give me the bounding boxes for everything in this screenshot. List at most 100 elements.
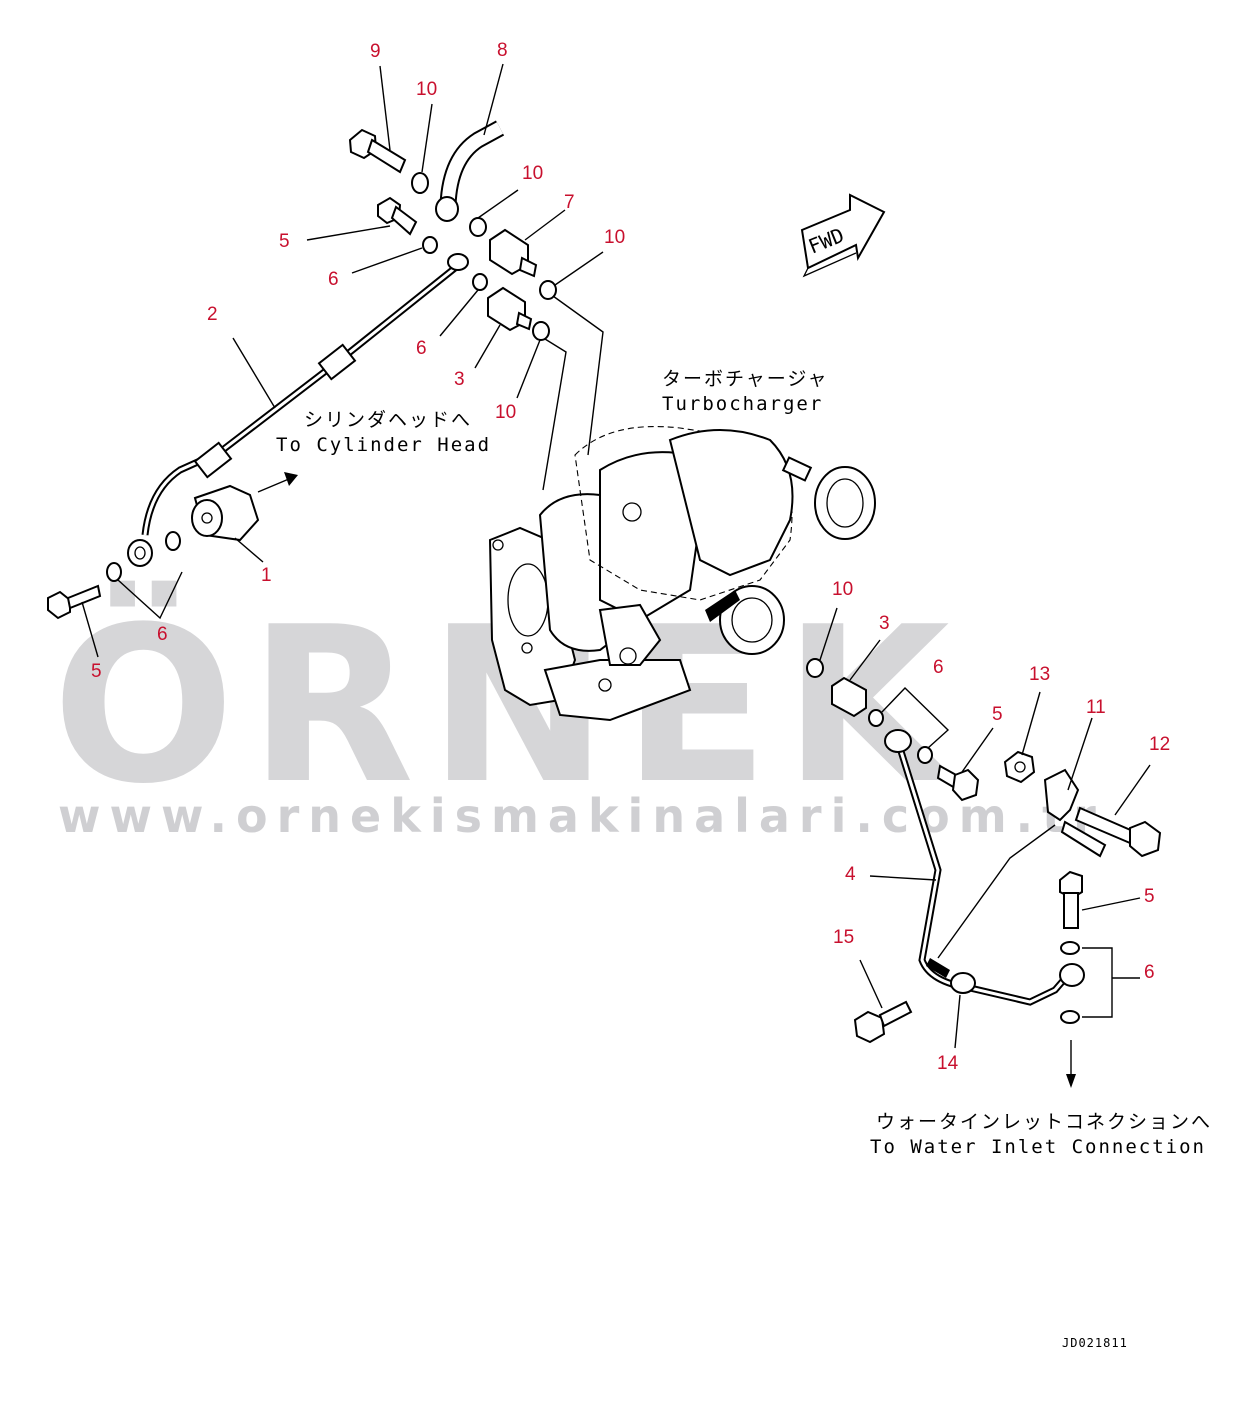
tube-eye-upper xyxy=(447,253,469,271)
leader-lines xyxy=(81,63,1151,1049)
water-tube-line-inner xyxy=(898,747,1070,1004)
bolt-9-shank xyxy=(366,138,407,174)
washer-6-upper-a xyxy=(422,236,438,254)
water-inlet-label-en: To Water Inlet Connection xyxy=(870,1136,1206,1158)
bolt-12-head xyxy=(1129,820,1162,858)
part-2-oil-tube xyxy=(127,253,469,567)
washer-6-right-b xyxy=(1060,1010,1080,1024)
bolt-5-upper-shank xyxy=(390,205,418,236)
leader-10a xyxy=(421,103,433,173)
leader-12 xyxy=(1114,764,1151,816)
washer-6-lower-a xyxy=(868,709,884,727)
flange-hole-1 xyxy=(492,539,504,551)
washer-10-upper-c xyxy=(539,280,557,300)
leader-10c xyxy=(554,251,604,286)
callout-5: 5 xyxy=(91,661,102,682)
arrow-to-cylinder-head-head xyxy=(284,472,298,486)
part-5-bolt-lower xyxy=(936,764,980,802)
fwd-arrow-depth xyxy=(802,252,857,278)
bolt-15-head xyxy=(853,1010,886,1044)
callout-5: 5 xyxy=(992,704,1003,725)
leader-1 xyxy=(234,537,264,563)
leader-5b xyxy=(81,601,99,658)
text-labels: ターボチャージャ Turbocharger シリンダヘッドへ To Cylind… xyxy=(276,368,1210,1350)
part-1-adapter xyxy=(191,484,260,542)
bracket-11-body xyxy=(1043,768,1080,822)
callout-6: 6 xyxy=(328,269,339,290)
water-tube-hatch xyxy=(926,958,950,978)
leader-8 xyxy=(483,63,504,136)
adapter-hole xyxy=(201,512,213,524)
leader-6b xyxy=(439,289,479,337)
leader-5c xyxy=(961,727,994,773)
part-3-connector-lower xyxy=(831,676,867,718)
wastegate-actuator xyxy=(598,603,662,666)
callout-3: 3 xyxy=(454,369,465,390)
leader-14 xyxy=(954,994,961,1049)
callout-6: 6 xyxy=(157,624,168,645)
compressor-outlet-inner xyxy=(731,597,773,643)
arrow-to-water-inlet-head xyxy=(1066,1074,1076,1088)
leader-13 xyxy=(1021,691,1041,756)
leader-5d xyxy=(1081,897,1141,911)
watermark-url: www.ornekismakinalari.com.tr xyxy=(58,789,1105,843)
compressor-clamp xyxy=(781,456,813,482)
compressor-outlet-ring xyxy=(719,585,785,655)
washer-6-right-a xyxy=(1060,941,1080,955)
part-13-nut xyxy=(1003,750,1036,784)
part-4-water-tube xyxy=(884,729,1085,1006)
callout-13: 13 xyxy=(1029,664,1050,685)
part-5-bolt-upper xyxy=(377,196,418,236)
leader-6a xyxy=(351,247,423,274)
washer-6-left-b xyxy=(165,531,181,551)
compressor-inlet-inner xyxy=(826,478,864,528)
callout-6: 6 xyxy=(1144,962,1155,983)
adapter-face xyxy=(191,499,223,537)
cylinder-head-label-jp: シリンダヘッドへ xyxy=(304,409,472,431)
hose-8-eye xyxy=(435,196,459,222)
tube-fitting-lower xyxy=(193,441,233,479)
washer-10-upper-b xyxy=(469,217,487,237)
turbocharger-label-jp: ターボチャージャ xyxy=(662,368,828,390)
guide-line-upper-a xyxy=(552,295,604,456)
bolt-5-right-shank xyxy=(1063,892,1079,929)
tube-fitting-upper xyxy=(317,343,357,381)
leader-15 xyxy=(859,959,883,1009)
base-bolt xyxy=(598,678,612,692)
connector-3b-body xyxy=(831,676,867,718)
callout-10: 10 xyxy=(522,163,543,184)
part-3-connector-upper xyxy=(487,286,533,332)
callout-10: 10 xyxy=(832,579,853,600)
callout-numbers: 9 8 10 10 7 10 5 6 2 6 3 10 1 6 5 10 3 6… xyxy=(91,40,1170,1074)
center-port xyxy=(622,502,642,522)
callout-10: 10 xyxy=(495,402,516,423)
leader-6e xyxy=(1082,947,1140,1018)
callout-5: 5 xyxy=(279,231,290,252)
leader-11 xyxy=(1067,717,1093,791)
callout-3: 3 xyxy=(879,613,890,634)
bolt-shank-left xyxy=(66,584,102,610)
callout-11: 11 xyxy=(1086,697,1106,718)
callout-2: 2 xyxy=(207,304,218,325)
callout-5: 5 xyxy=(1144,886,1155,907)
leader-10d xyxy=(516,339,541,399)
leader-6c xyxy=(117,571,183,620)
nut-13-hole xyxy=(1014,761,1026,773)
leader-3b xyxy=(849,639,881,681)
tube-eye-lower-hole xyxy=(134,546,146,560)
part-9-bolt xyxy=(348,128,407,174)
fwd-arrow-shape xyxy=(800,193,886,270)
callout-10: 10 xyxy=(604,227,625,248)
callout-12: 12 xyxy=(1149,734,1170,755)
compressor-outlet-hatch xyxy=(705,590,740,622)
compressor-inlet xyxy=(814,466,876,540)
washer-6-upper-b xyxy=(472,273,488,291)
bolt-5-lower-head xyxy=(951,768,980,802)
callout-9: 9 xyxy=(370,41,381,62)
part-14-clamp xyxy=(950,972,976,994)
washer-10-lower xyxy=(806,658,824,678)
leader-3a xyxy=(474,324,501,369)
connector-3-thread xyxy=(515,311,533,331)
bolt-head-left xyxy=(47,590,71,620)
